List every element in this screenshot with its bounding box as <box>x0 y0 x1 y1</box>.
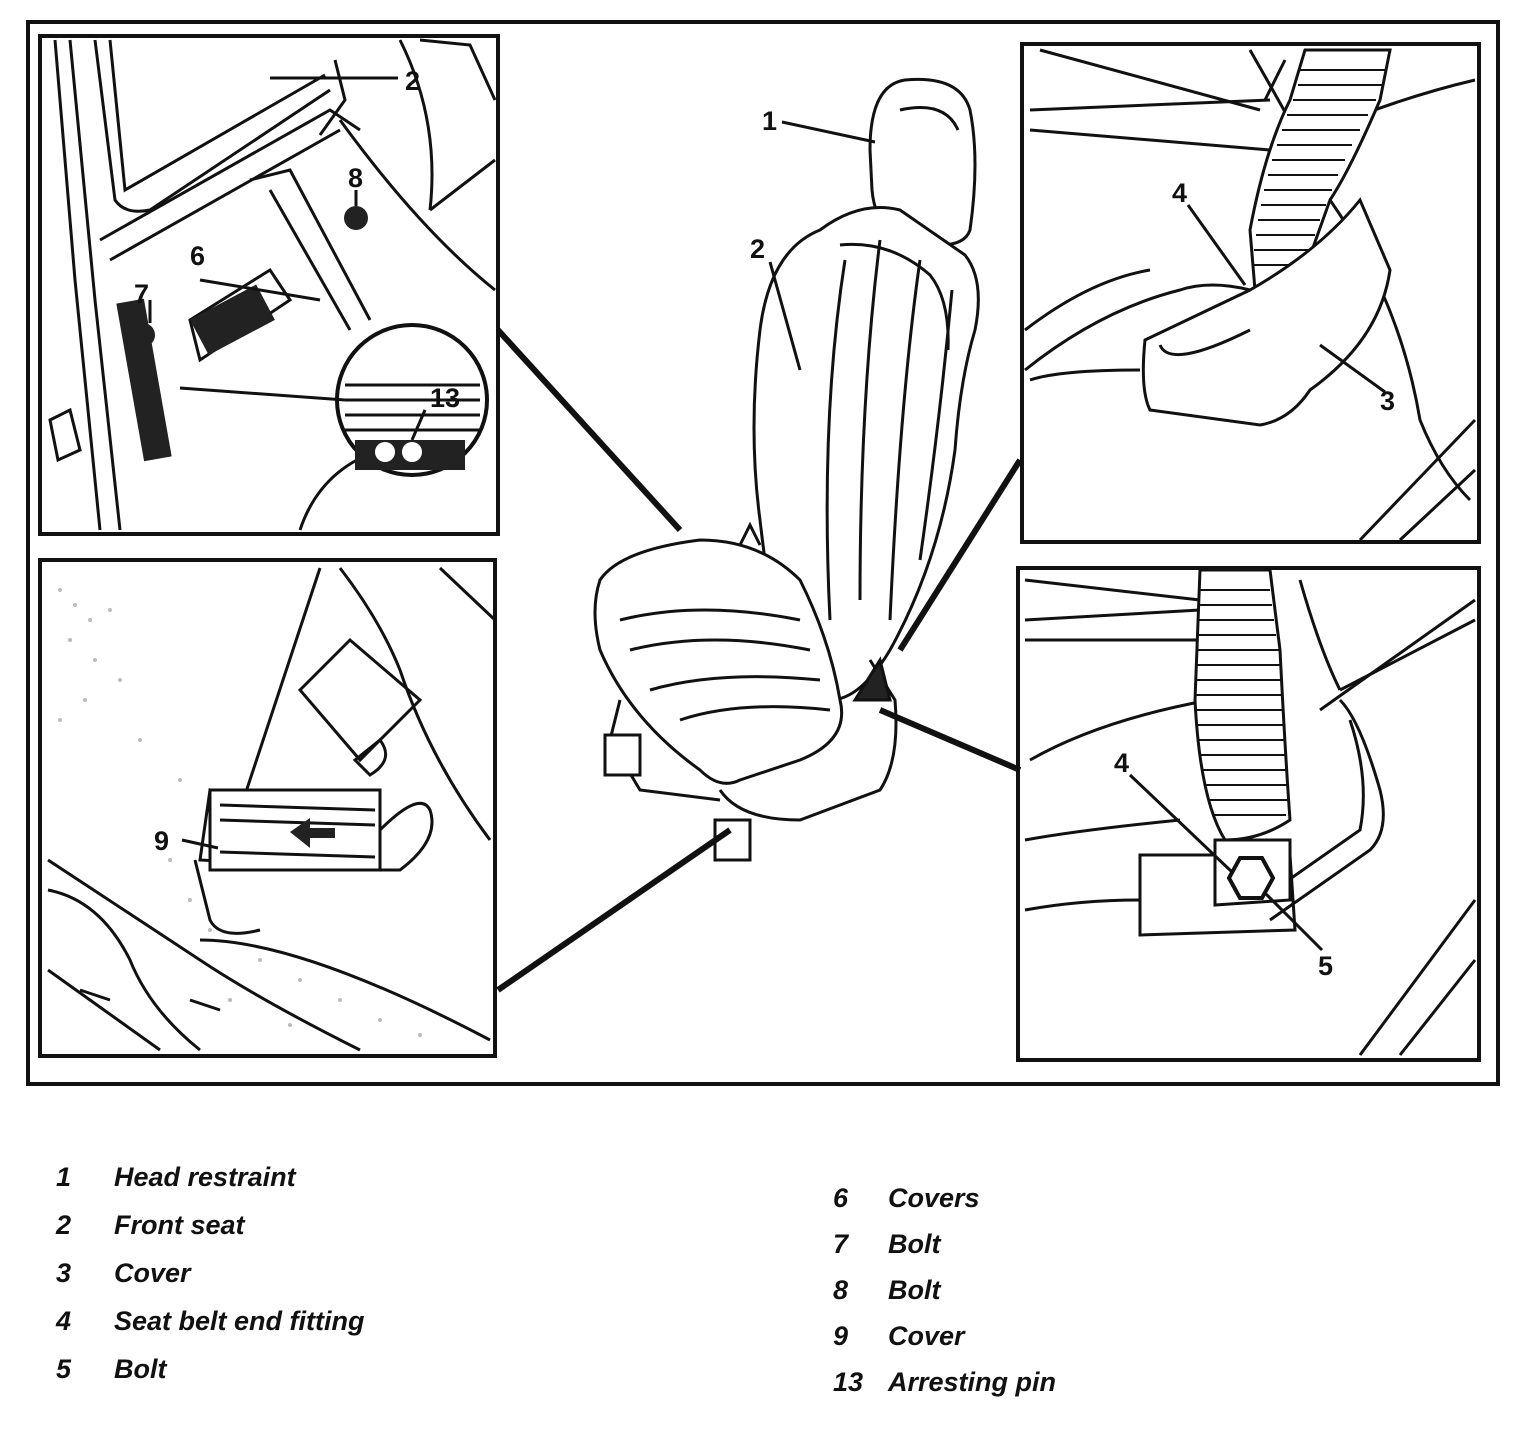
cover-3-icon <box>1141 197 1392 427</box>
detail-panel-belt-bolt: 4 5 <box>1016 566 1481 1062</box>
bolt-7-icon <box>131 323 155 347</box>
legend-item-label: Seat belt end fitting <box>114 1306 365 1336</box>
legend-item-number: 8 <box>833 1275 849 1305</box>
legend-item-label: Cover <box>888 1321 965 1351</box>
legend-item-number: 6 <box>833 1183 849 1213</box>
legend-item-label: Cover <box>114 1258 191 1288</box>
legend-item-label: Arresting pin <box>888 1367 1057 1397</box>
detail-panel-seat-rail-rear: 9 <box>38 558 497 1058</box>
front-seat-illustration <box>593 77 980 862</box>
callout-tl-13: 13 <box>430 383 460 413</box>
callout-seat-2: 2 <box>750 234 765 264</box>
legend-item-number: 5 <box>56 1354 72 1384</box>
legend-item-label: Front seat <box>114 1210 245 1240</box>
legend-item-label: Bolt <box>888 1275 941 1305</box>
callout-br-4: 4 <box>1114 748 1129 778</box>
legend-item-number: 4 <box>56 1306 72 1336</box>
bolt-5-icon <box>1226 856 1276 900</box>
bolt-8-icon <box>344 206 368 230</box>
seat-installation-diagram: 2 8 6 7 13 <box>26 20 1500 1086</box>
connector-lines <box>495 327 1023 993</box>
detail-panel-seat-rail-front: 2 8 6 7 13 <box>38 34 500 536</box>
callout-tl-2: 2 <box>405 66 420 96</box>
legend-item-label: Covers <box>888 1183 980 1213</box>
legend-item-label: Bolt <box>114 1354 167 1384</box>
callout-tr-4: 4 <box>1172 178 1187 208</box>
callout-tl-6: 6 <box>190 241 205 271</box>
callout-seat-1: 1 <box>762 106 777 136</box>
detail-panel-belt-cover: 4 3 <box>1020 42 1481 544</box>
seat-backrest <box>752 206 980 702</box>
diagram-frame <box>26 20 1500 1086</box>
legend-column-left: 1 Head restraint 2 Front seat 3 Cover 4 Seat be… <box>56 1162 656 1402</box>
legend-item-number: 7 <box>833 1229 849 1259</box>
legend-item-number: 2 <box>56 1210 72 1240</box>
callout-br-5: 5 <box>1318 951 1333 981</box>
arrow-icon <box>290 818 335 848</box>
legend-item-number: 9 <box>833 1321 849 1351</box>
seat-belt-webbing <box>1193 568 1292 842</box>
callout-bl-9: 9 <box>154 826 169 856</box>
legend-item-number: 13 <box>833 1367 864 1397</box>
callout-tl-7: 7 <box>134 279 149 309</box>
seat-cushion <box>593 538 844 785</box>
legend-item-number: 1 <box>56 1162 72 1192</box>
legend-item-number: 3 <box>56 1258 72 1288</box>
callout-tl-8: 8 <box>348 163 363 193</box>
legend-item-label: Head restraint <box>114 1162 296 1192</box>
legend-item-label: Bolt <box>888 1229 941 1259</box>
callout-tr-3: 3 <box>1380 386 1395 416</box>
